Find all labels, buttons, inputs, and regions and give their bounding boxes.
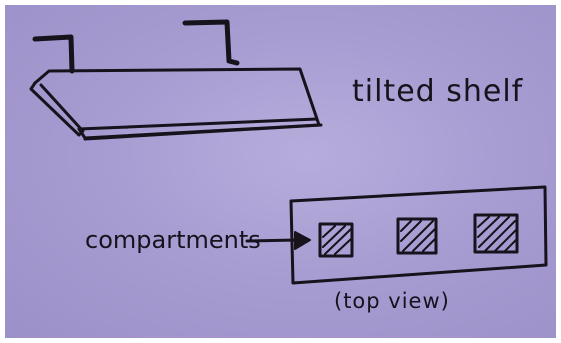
top-view [247,187,546,283]
wall-brackets [35,22,237,71]
shelf-left-face [31,83,83,135]
arrow-head [295,232,310,249]
shelf-label: tilted shelf [352,77,523,107]
compartment [320,224,352,256]
sketch-canvas: tilted shelf compartments (top view) [5,5,556,338]
right-bracket [185,22,237,63]
left-bracket [35,37,72,71]
shelf-top-edge [35,69,317,119]
sketch-drawing [5,5,556,338]
top-view-label: (top view) [334,291,450,312]
compartments-label: compartments [85,228,261,252]
compartment [475,215,517,252]
shelf-inner-line [41,85,81,129]
tilted-shelf [31,69,321,139]
compartment [398,219,436,253]
